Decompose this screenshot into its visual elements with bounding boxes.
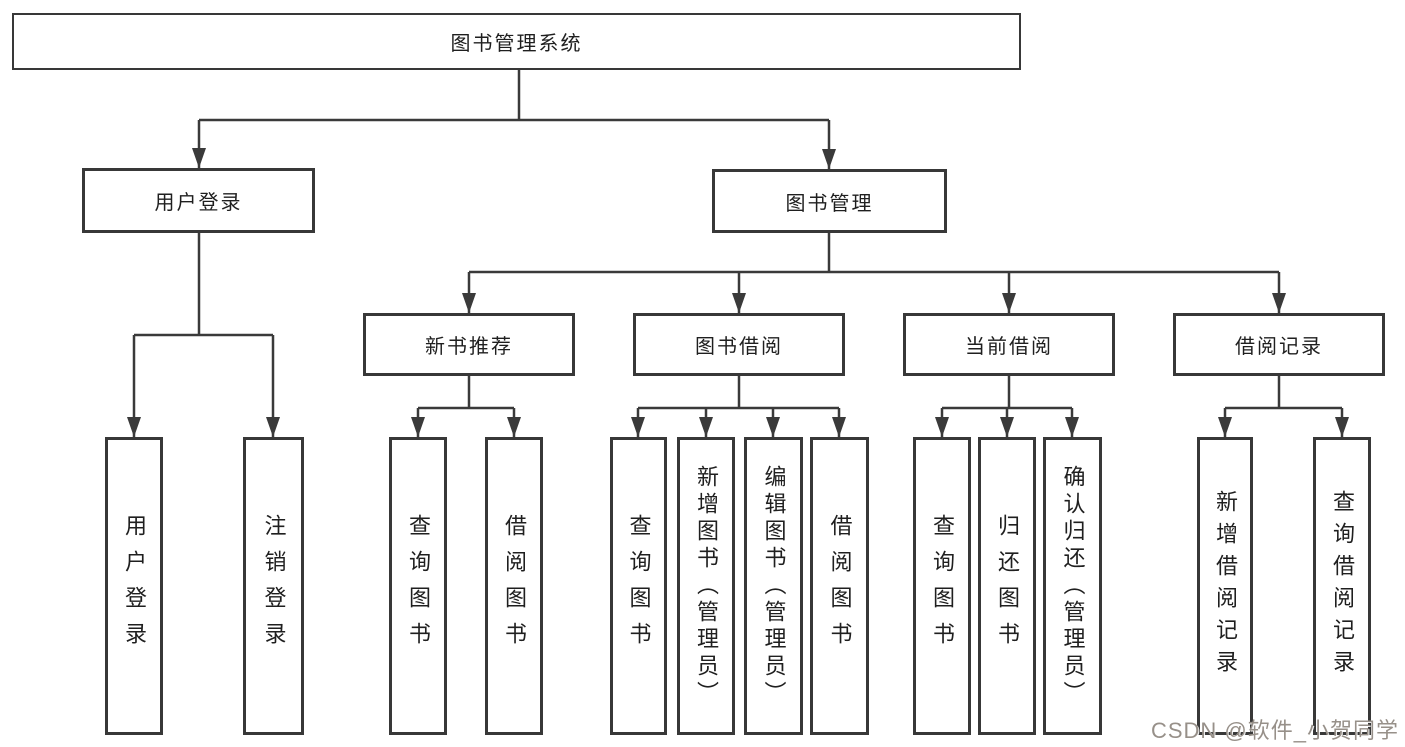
leaf-borrow-add-books-admin: 新增图书（管理员） [677,437,735,735]
node-label: 用户登录 [154,192,243,214]
node-label: 查询图书 [626,514,652,658]
leaf-borrow-borrow-books: 借阅图书 [810,437,869,735]
node-label: 图书管理 [785,192,874,215]
node-label: 图书借阅 [695,336,783,358]
node-label: 图书管理系统 [450,33,583,55]
node-current-borrow: 当前借阅 [903,313,1115,376]
node-label: 借阅图书 [502,514,527,658]
node-label: 新书推荐 [425,336,513,358]
node-label: 查询图书 [406,514,431,658]
leaf-user-login: 用户登录 [105,437,163,735]
node-borrow-records: 借阅记录 [1173,313,1385,376]
node-label: 确认归还（管理员） [1060,464,1086,708]
csdn-watermark: CSDN @软件_小贺同学 [1150,718,1399,743]
node-label: 用户登录 [122,514,147,658]
node-label: 新增图书（管理员） [694,464,719,708]
node-label: 归还图书 [995,514,1020,658]
node-label: 编辑图书（管理员） [761,464,787,708]
node-label: 注销登录 [261,514,287,658]
node-library-management-system: 图书管理系统 [12,13,1021,70]
leaf-current-confirm-return-admin: 确认归还（管理员） [1043,437,1102,735]
leaf-recommend-query-books: 查询图书 [389,437,447,735]
leaf-current-query-books: 查询图书 [913,437,971,735]
connector-arrows [127,120,1349,437]
leaf-logout-login: 注销登录 [243,437,304,735]
leaf-borrow-query-books: 查询图书 [610,437,667,735]
leaf-current-return-books: 归还图书 [978,437,1036,735]
leaf-records-add-record: 新增借阅记录 [1197,437,1253,735]
leaf-borrow-edit-books-admin: 编辑图书（管理员） [744,437,803,735]
node-user-login: 用户登录 [82,168,315,233]
node-label: 查询图书 [930,514,955,658]
node-label: 新增借阅记录 [1213,490,1238,682]
node-new-book-recommend: 新书推荐 [363,313,575,376]
leaf-records-query-record: 查询借阅记录 [1313,437,1371,735]
node-book-borrow: 图书借阅 [633,313,845,376]
node-label: 查询借阅记录 [1330,490,1355,682]
node-label: 借阅记录 [1235,336,1323,358]
node-book-management: 图书管理 [712,169,947,233]
leaf-recommend-borrow-books: 借阅图书 [485,437,543,735]
connector-segments [134,70,1342,410]
node-label: 当前借阅 [965,336,1053,358]
node-label: 借阅图书 [827,514,853,658]
